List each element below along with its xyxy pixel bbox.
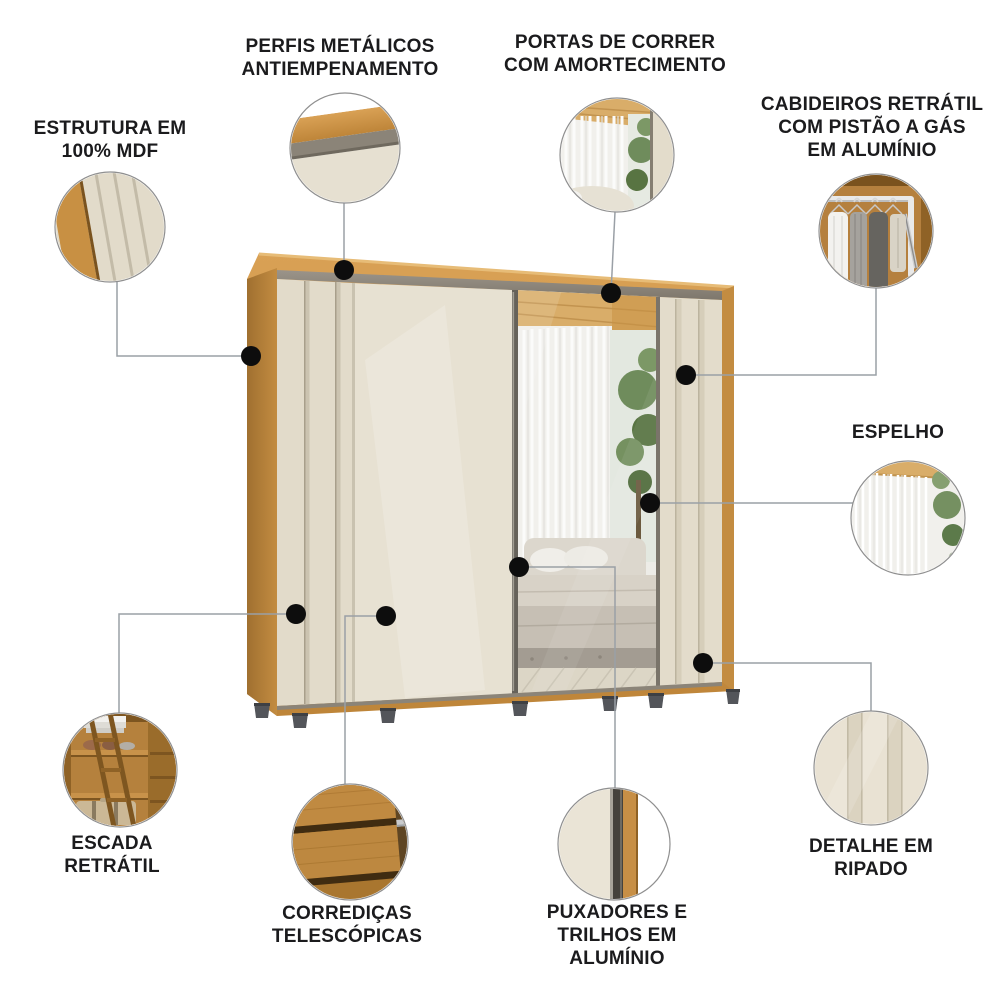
label-line: CORREDIÇAS [282,903,412,924]
anchor-dot-escada [286,604,306,624]
feature-label-escada: ESCADA RETRÁTIL [32,832,192,878]
label-line: ANTIEMPENAMENTO [241,59,439,80]
connector-portas [610,211,616,294]
feature-label-portas: PORTAS DE CORRER COM AMORTECIMENTO [475,31,755,77]
feature-label-puxadores: PUXADORES E TRILHOS EM ALUMÍNIO [522,901,712,970]
label-line: CABIDEIROS RETRÁTIL [760,94,984,115]
callout-circle-cabideiros [818,173,934,289]
slatted-panel-detail-icon [815,712,927,824]
connector-corredicas [344,615,386,784]
sliding-door-mirror-detail-icon [561,99,673,211]
label-line: PORTAS DE CORRER [514,32,716,53]
wardrobe-handle-strip [512,290,518,694]
feature-label-estrutura: ESTRUTURA EM 100% MDF [20,117,200,163]
mirror-curtain-detail-icon [852,462,964,574]
label-line: ESCADA [71,833,153,854]
wardrobe [247,252,740,728]
connector-estrutura [116,282,251,357]
label-line: ESPELHO [851,422,945,443]
clothes-rail-hangers-detail-icon [820,175,932,287]
wardrobe-door-front [352,283,512,702]
anchor-dot-corredicas [376,606,396,626]
connector-cabideiros [686,288,877,376]
label-line: COM AMORTECIMENTO [504,55,726,76]
label-line: DETALHE EM [808,836,934,857]
mirror-curtain-reflection [518,326,612,570]
connector-puxadores [519,566,616,788]
mirror-window-greenery [610,330,660,562]
label-line: ALUMÍNIO [569,948,665,969]
callout-circle-ripado [813,710,929,826]
label-line: TRILHOS EM [557,925,677,946]
feature-label-espelho: ESPELHO [818,421,978,444]
connector-ripado [703,662,872,711]
anchor-dot-cabideiros [676,365,696,385]
label-line: RETRÁTIL [64,856,160,877]
anchor-dots [241,260,713,673]
anchor-dot-ripado [693,653,713,673]
connector-lines [116,203,908,788]
feature-label-cabideiros: CABIDEIROS RETRÁTIL COM PISTÃO A GÁS EM … [747,93,997,162]
anchor-dot-perfis [334,260,354,280]
wardrobe-panel-right-slatted [660,297,722,686]
label-line: EM ALUMÍNIO [807,140,937,161]
retractable-ladder-detail-icon [64,714,176,826]
feature-label-ripado: DETALHE EM RIPADO [791,835,951,881]
telescopic-drawer-detail-icon [293,785,407,899]
anchor-dot-espelho [640,493,660,513]
anchor-dot-estrutura [241,346,261,366]
callout-circle-portas [559,97,675,213]
anchor-dot-puxadores [509,557,529,577]
wardrobe-side-panel [247,268,277,716]
label-line: 100% MDF [61,141,159,162]
anchor-dot-portas [601,283,621,303]
label-line: ESTRUTURA EM [33,118,187,139]
wardrobe-top-edge-highlight [258,252,735,289]
callout-circle-puxadores [557,787,671,901]
label-line: PERFIS METÁLICOS [245,36,435,57]
wardrobe-bottom-rail [277,682,722,710]
label-line: PUXADORES E [546,902,688,923]
wardrobe-right-frame [722,286,734,691]
feature-label-corredicas: CORREDIÇAS TELESCÓPICAS [247,902,447,948]
connector-escada [118,613,296,713]
feature-label-perfis: PERFIS METÁLICOS ANTIEMPENAMENTO [225,35,455,81]
callout-circle-escada [62,712,178,828]
wardrobe-door-left-slatted [277,279,352,706]
wardrobe-mirror-door [518,290,660,693]
label-line: TELESCÓPICAS [271,926,423,947]
wardrobe-legs [254,689,740,728]
callout-circle-espelho [850,460,966,576]
label-line: COM PISTÃO A GÁS [778,117,966,138]
callout-circle-corredicas [291,783,409,901]
label-line: RIPADO [834,859,908,880]
